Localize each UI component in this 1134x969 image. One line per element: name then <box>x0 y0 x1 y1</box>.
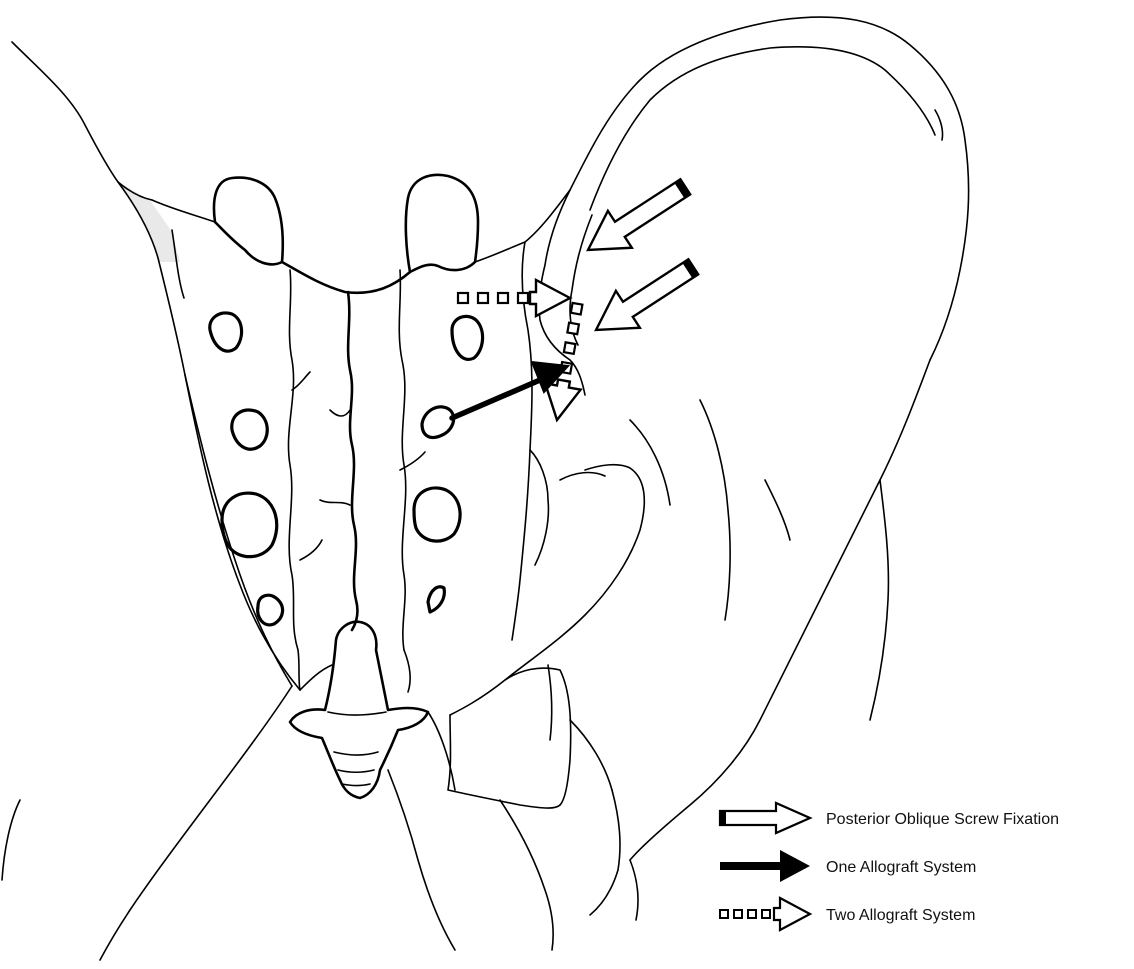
coccyx <box>290 622 428 798</box>
legend-dashed-arrow-icon <box>720 898 810 930</box>
hollow-arrow-lower <box>584 248 705 348</box>
left-ilium <box>12 42 300 690</box>
pelvic-outlet <box>2 686 455 960</box>
legend-label-two-allograft-system: Two Allograft System <box>826 907 975 924</box>
sacrum <box>152 175 570 692</box>
dashed-arrow-horizontal <box>458 280 570 316</box>
legend-label-posterior-oblique-screw-fixation: Posterior Oblique Screw Fixation <box>826 811 1059 828</box>
dashed-arrow-vertical <box>539 301 595 423</box>
legend-hollow-arrow-icon <box>720 803 810 833</box>
legend-solid-arrow-icon <box>720 850 810 882</box>
hollow-arrow-upper <box>576 168 697 268</box>
legend: Posterior Oblique Screw Fixation One All… <box>720 803 1059 930</box>
legend-label-one-allograft-system: One Allograft System <box>826 859 976 876</box>
